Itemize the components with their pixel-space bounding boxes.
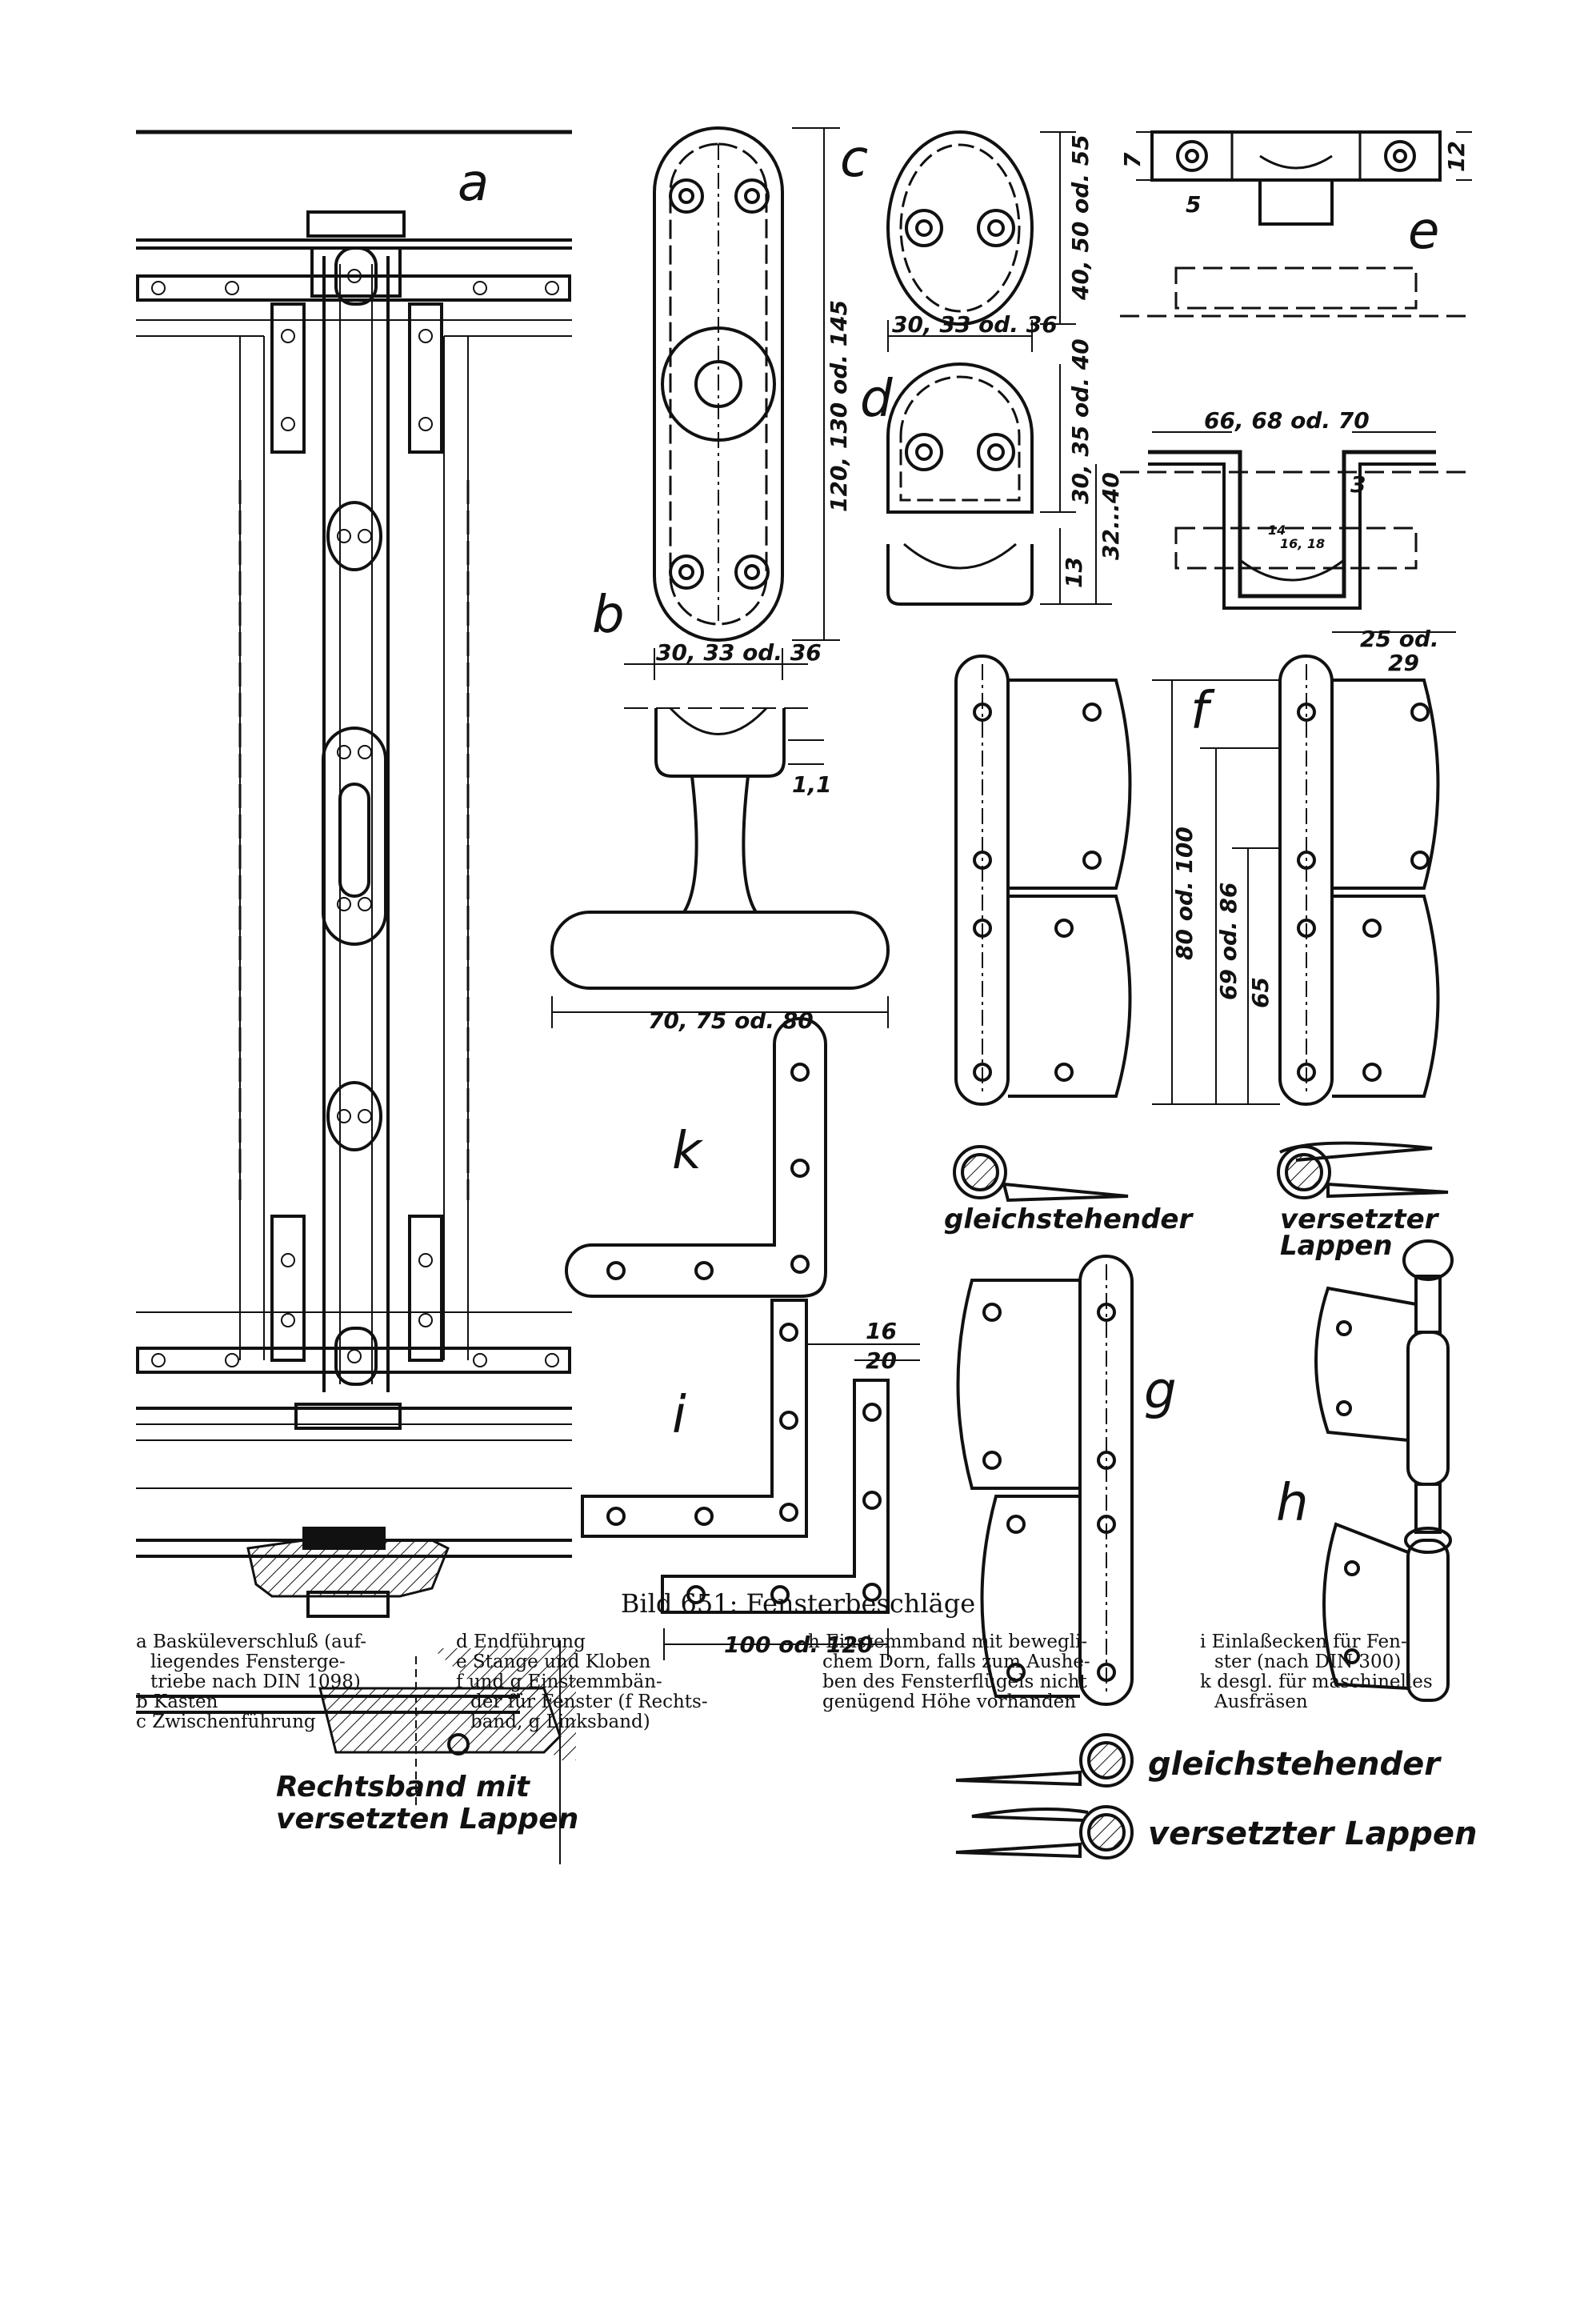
dim-f-width-top: 25 od. [1360, 626, 1439, 652]
label-rechtsband-2: versetzten Lappen [276, 1803, 578, 1836]
dim-c-height: 40, 50 od. 55 [1067, 134, 1094, 301]
dim-d-height: 30, 35 od. 40 [1067, 338, 1094, 504]
dim-i-b: 20 [866, 1347, 897, 1374]
dim-e-thick: 3 [1350, 471, 1366, 498]
legend-line: a Basküleverschluß (auf- [136, 1631, 367, 1652]
legend-line: genügend Höhe vorhanden [822, 1691, 1077, 1712]
part-e-rod-keeper [1120, 130, 1472, 610]
dim-i-a: 16 [866, 1318, 897, 1344]
dim-d-low: 13 [1061, 557, 1087, 588]
dim-e-inner-b: 16, 18 [1280, 536, 1325, 551]
part-letters: a b c d e f g h i k [458, 130, 1439, 1533]
label-gleich-g: gleichstehender [1148, 1746, 1442, 1783]
legend-line: f und g Einstemmbän- [456, 1671, 662, 1692]
legend-col-4: i Einlaßecken für Fen- ster (nach DIN 30… [1200, 1632, 1464, 1712]
legend-line: i Einlaßecken für Fen- [1200, 1631, 1407, 1652]
dim-e-right: 12 [1443, 141, 1470, 172]
legend-line: d Endführung [456, 1631, 586, 1652]
part-g-hinges [955, 1255, 1134, 1860]
dim-knob-width: 70, 75 od. 80 [648, 1007, 814, 1034]
legend-col-2: d Endführung e Stange und Kloben f und g… [456, 1632, 744, 1732]
letter-b: b [592, 586, 625, 645]
part-i-corner-plates [581, 1299, 920, 1660]
legend-line: c Zwischenführung [136, 1711, 316, 1732]
letter-f: f [1190, 682, 1215, 741]
legend-line: b Kasten [136, 1691, 218, 1712]
part-f-hinges [953, 631, 1456, 1203]
legend-line: chem Dorn, falls zum Aushe- [822, 1651, 1090, 1672]
part-h-lift-off-hinge [1314, 1239, 1454, 1702]
label-versetzt-f-1: versetzter [1280, 1203, 1440, 1235]
legend-col-3: h Einstemmband mit bewegli- chem Dorn, f… [808, 1632, 1144, 1712]
legend-line: liegendes Fensterge- [150, 1651, 346, 1672]
callout-labels: gleichstehender versetzter Lappen gleich… [276, 1203, 1478, 1852]
legend-line: k desgl. für maschinelles [1200, 1671, 1433, 1692]
part-b-knob [550, 707, 890, 1028]
part-a-espagnolette [136, 130, 576, 1864]
dim-b-length: 120, 130 od. 145 [826, 300, 852, 512]
dim-f-h1: 80 od. 100 [1171, 827, 1198, 960]
dim-i-length: 100 od. 120 [724, 1631, 873, 1658]
dim-b-width: 30, 33 od. 36 [656, 639, 822, 666]
part-d-end-guide [886, 362, 1112, 606]
figure-caption: Bild 651: Fensterbeschläge [620, 1588, 976, 1619]
legend-line: Ausfräsen [1214, 1691, 1308, 1712]
label-rechtsband-1: Rechtsband mit [276, 1771, 531, 1804]
label-versetzt-f-2: Lappen [1280, 1230, 1393, 1262]
legend-line: der für Fenster (f Rechts- [470, 1691, 708, 1712]
legend-line: ben des Fensterflügels nicht [822, 1671, 1087, 1692]
dim-e-width: 66, 68 od. 70 [1204, 407, 1370, 434]
dim-knob-gap: 1,1 [792, 771, 832, 798]
label-versetzt-g: versetzter Lappen [1148, 1816, 1478, 1852]
dim-c-width: 30, 33 od. 36 [892, 311, 1058, 338]
dim-f-h2: 69 od. 86 [1215, 883, 1242, 1000]
letter-i: i [672, 1386, 686, 1445]
legend-line: h Einstemmband mit bewegli- [808, 1631, 1088, 1652]
dim-f-width-bottom: 29 [1388, 650, 1419, 676]
dim-e-small: 5 [1186, 191, 1201, 218]
letter-h: h [1276, 1474, 1309, 1533]
part-b-plate [624, 126, 840, 680]
part-k-corner-plate [565, 1017, 827, 1298]
legend-col-1: a Basküleverschluß (auf- liegendes Fenst… [136, 1632, 400, 1732]
part-c-guide [886, 130, 1076, 352]
letter-e: e [1408, 202, 1439, 261]
legend-line: triebe nach DIN 1098) [150, 1671, 361, 1692]
dim-f-h3: 65 [1247, 977, 1274, 1008]
legend-line: ster (nach DIN 300) [1214, 1651, 1402, 1672]
dim-d-total: 32...40 [1098, 472, 1124, 560]
label-gleich-f: gleichstehender [944, 1203, 1194, 1235]
dim-e-left: 7 [1119, 152, 1146, 168]
letter-g: g [1144, 1362, 1177, 1421]
letter-k: k [672, 1122, 704, 1181]
letter-a: a [458, 154, 489, 213]
legend-line: e Stange und Kloben [456, 1651, 651, 1672]
legend-line: band, g Linksband) [470, 1711, 650, 1732]
dimension-labels: 120, 130 od. 145 30, 33 od. 36 40, 50 od… [648, 134, 1470, 1658]
letter-d: d [860, 370, 893, 429]
letter-c: c [840, 130, 868, 189]
dim-e-inner-a: 14 [1268, 522, 1286, 538]
